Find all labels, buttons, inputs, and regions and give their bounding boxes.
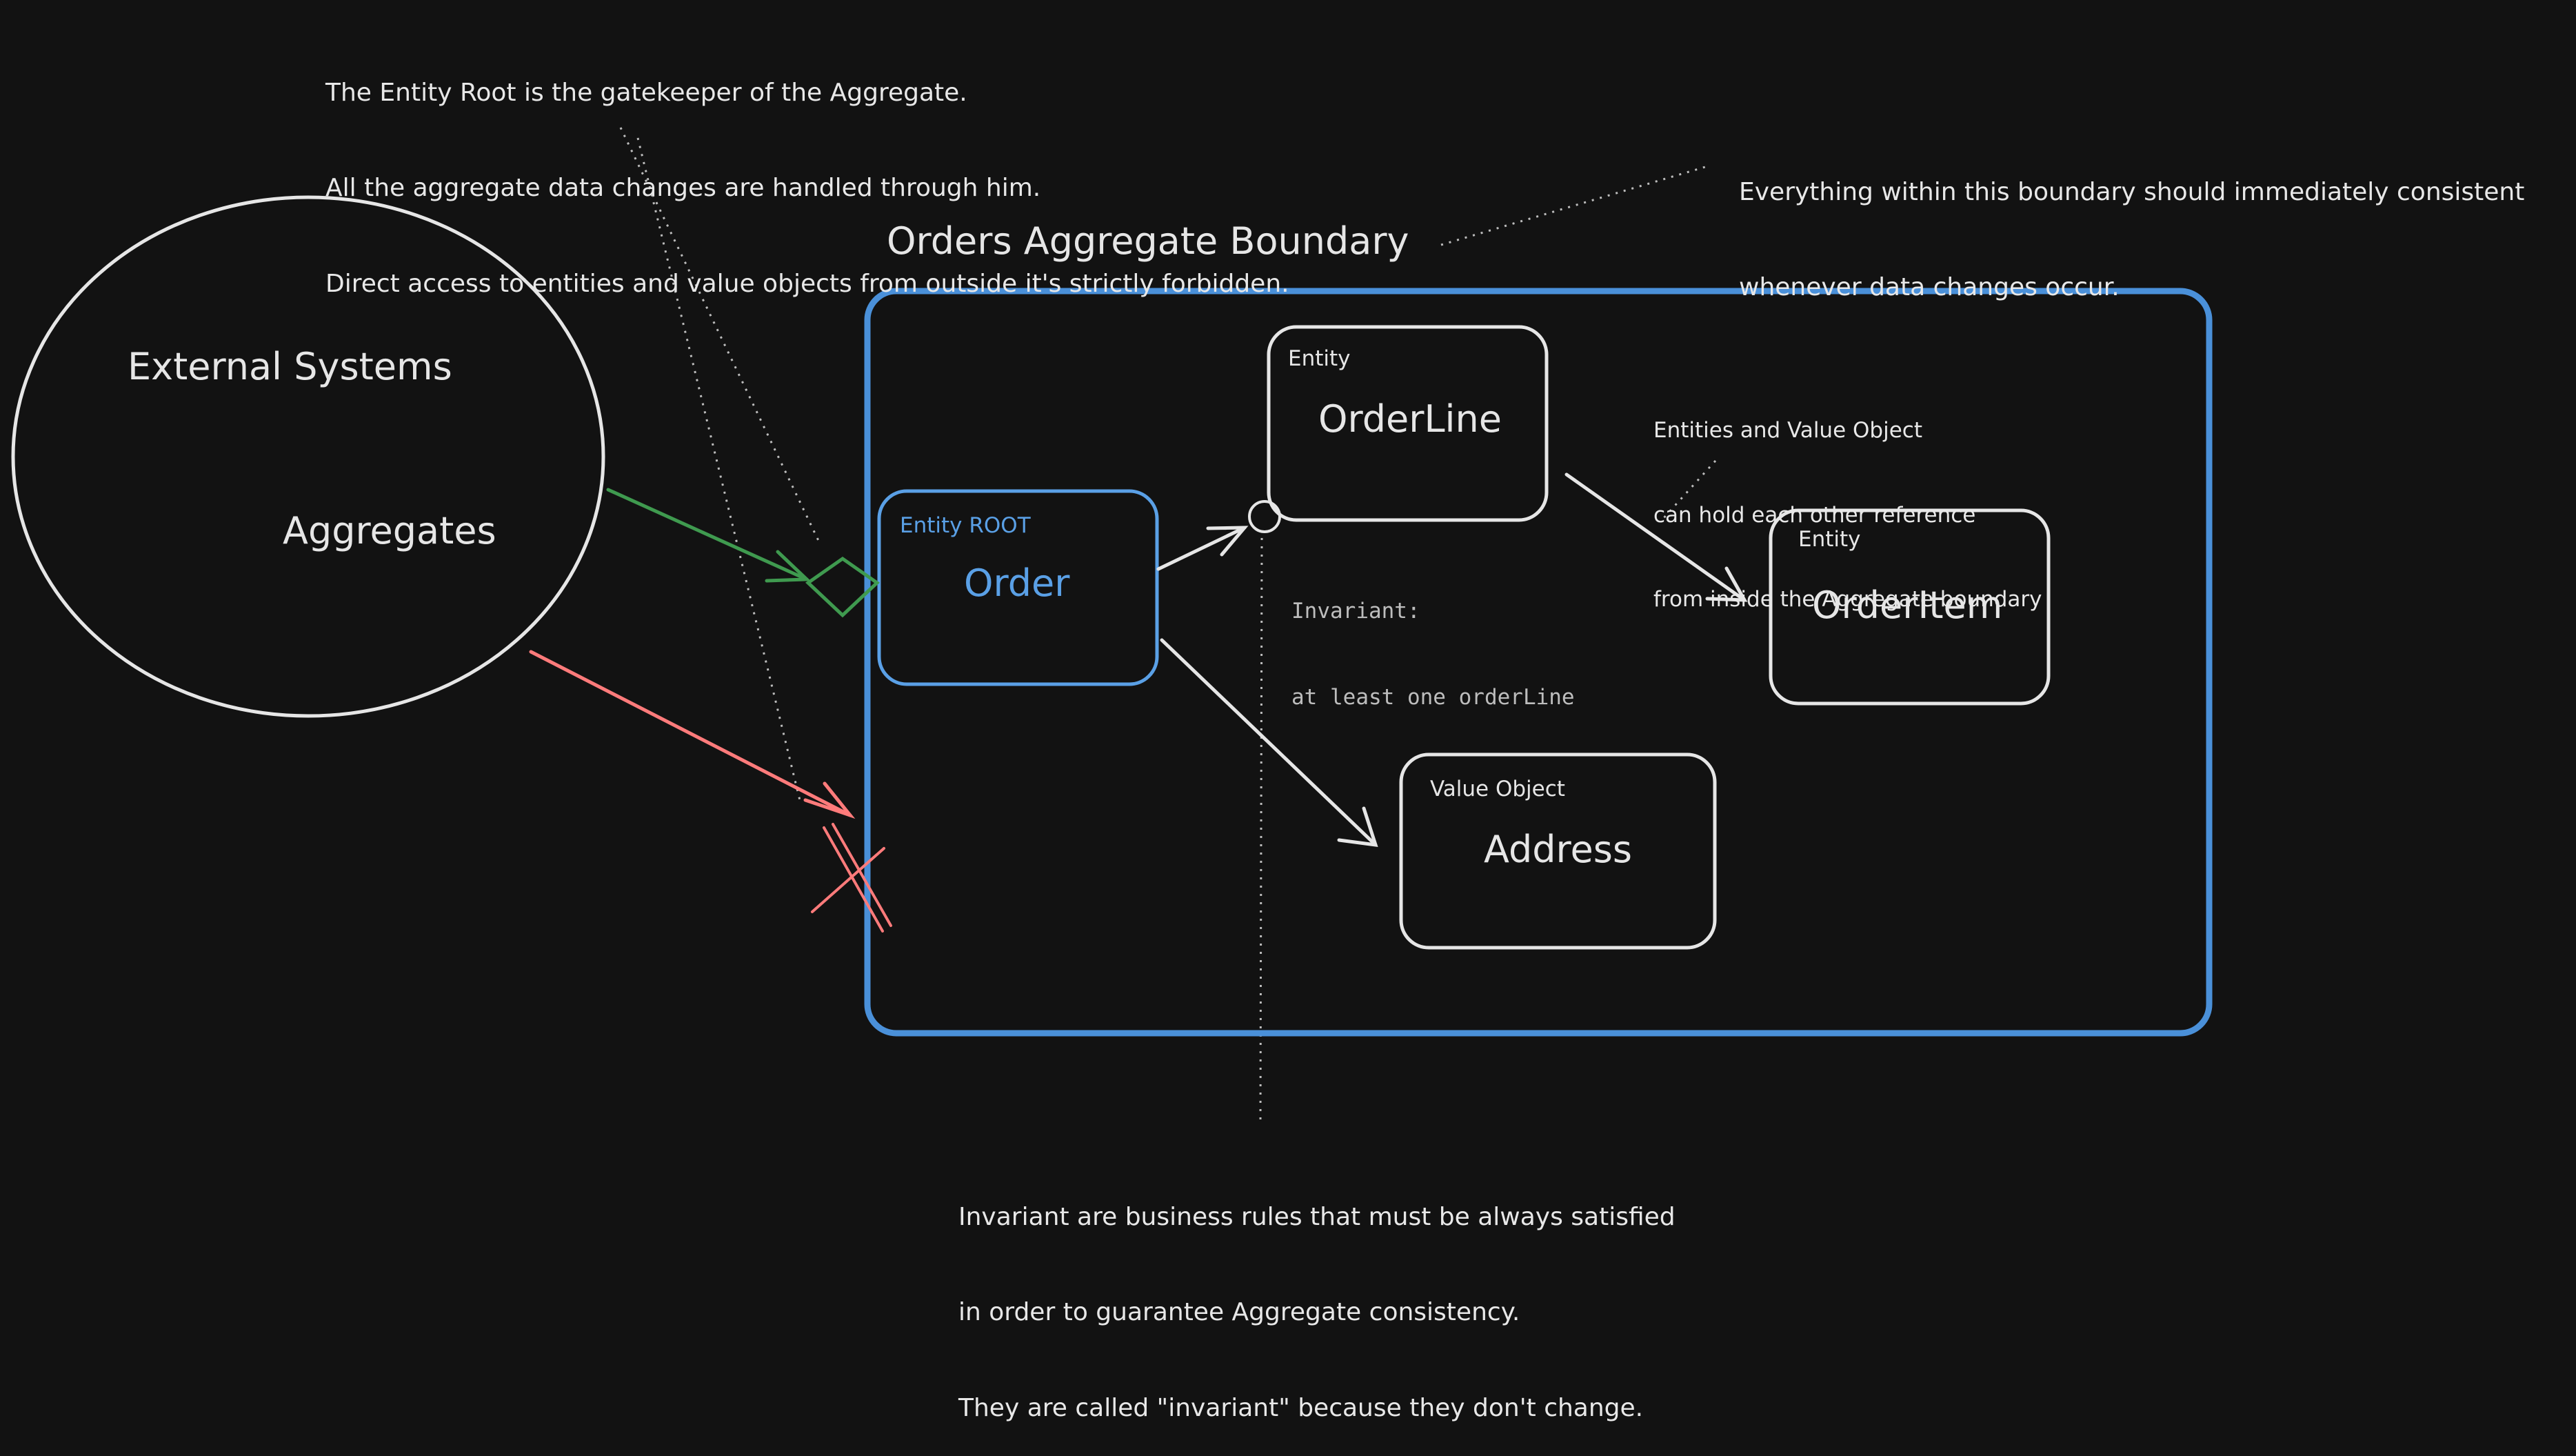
address-box: [1399, 752, 1717, 950]
invariant-marker: [1248, 500, 1281, 533]
leader-invariant: [1259, 537, 1263, 1121]
consistency-note-line-2: whenever data changes occur.: [1739, 273, 2120, 302]
boundary-title: Orders Aggregate Boundary: [887, 219, 1409, 263]
arrow-order-to-address: [1160, 638, 1378, 847]
invariant-rules-line-3: They are called "invariant" because they…: [958, 1393, 1644, 1422]
references-note-line-3: from inside the Aggregate boundary: [1653, 587, 2042, 612]
address-name-label: Address: [1484, 828, 1633, 871]
background: [0, 0, 2576, 1259]
arrow-order-to-orderline: [1156, 526, 1247, 571]
orderitem-name-label: OrderItem: [1812, 584, 2003, 627]
consistency-note: Everything within this boundary should i…: [1739, 113, 2524, 336]
diagram-canvas: [0, 0, 2576, 1259]
references-note-line-2: can hold each other reference: [1653, 502, 1976, 528]
orderitem-box: [1769, 508, 2051, 706]
references-note-line-1: Entities and Value Object: [1653, 417, 1922, 443]
orderline-box: [1267, 325, 1549, 522]
invariant-rules-line-2: in order to guarantee Aggregate consiste…: [958, 1298, 1520, 1327]
allowed-access-arrow: [606, 488, 812, 583]
invariant-rules-line-1: Invariant are business rules that must b…: [958, 1203, 1676, 1232]
order-kind-label: Entity ROOT: [900, 513, 1031, 538]
references-note: Entities and Value Object can hold each …: [1653, 360, 2042, 642]
leader-consistency-to-boundary: [1440, 164, 1711, 246]
orderline-name-label: OrderLine: [1318, 397, 1502, 441]
arrow-orderline-to-orderitem: [1564, 472, 1747, 602]
gatekeeper-note-line-3: Direct access to entities and value obje…: [325, 269, 1289, 298]
gate-diamond: [805, 556, 880, 618]
invariant-example-note: Invariant: at least one orderLine: [1291, 539, 1575, 741]
gatekeeper-note: The Entity Root is the gatekeeper of the…: [325, 14, 1289, 332]
forbidden-cross-icon: [811, 823, 892, 933]
orderitem-kind-label: Entity: [1798, 527, 1861, 552]
external-systems-title: External Systems: [128, 345, 452, 388]
leader-gatekeeper-to-boundary: [636, 137, 801, 801]
internal-arrows: [1156, 472, 1748, 847]
order-name-label: Order: [964, 561, 1070, 605]
orderline-kind-label: Entity: [1288, 346, 1351, 371]
invariant-example-line-2: at least one orderLine: [1291, 685, 1575, 710]
dotted-leaders: [619, 127, 1717, 1121]
invariant-rules-note: Invariant are business rules that must b…: [958, 1138, 1676, 1456]
consistency-note-line-1: Everything within this boundary should i…: [1739, 178, 2525, 207]
order-root-box: [877, 489, 1159, 686]
forbidden-access-arrow: [529, 650, 856, 819]
gatekeeper-note-line-1: The Entity Root is the gatekeeper of the…: [325, 79, 967, 108]
external-systems-circle: [11, 195, 605, 718]
gatekeeper-note-line-2: All the aggregate data changes are handl…: [325, 174, 1041, 203]
invariant-example-line-1: Invariant:: [1291, 598, 1420, 624]
aggregate-boundary: [864, 288, 2213, 1037]
address-kind-label: Value Object: [1430, 777, 1565, 801]
external-aggregates-label: Aggregates: [283, 509, 496, 552]
